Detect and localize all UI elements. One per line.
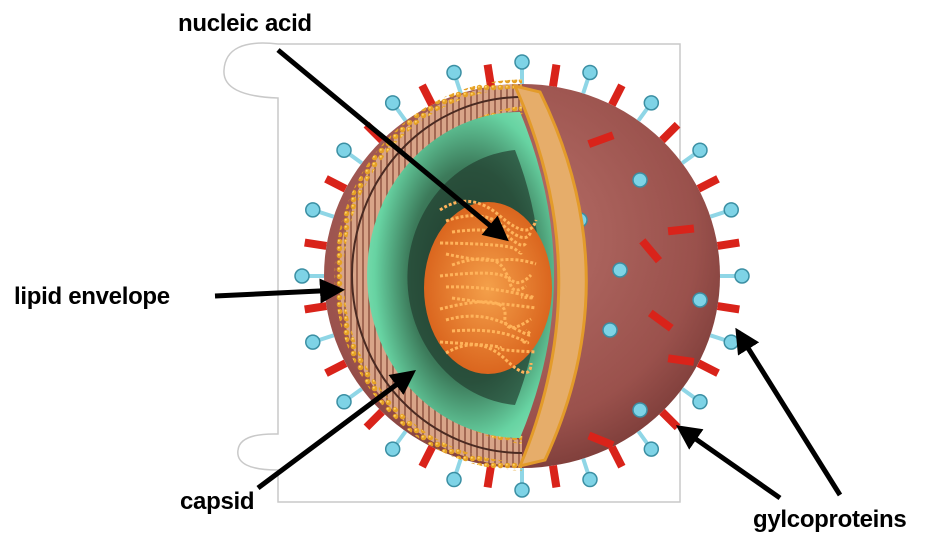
blue-glycoprotein-head [446,64,462,81]
nucleic-acid-strand [445,285,535,300]
red-glycoprotein-spike [418,83,436,107]
arrow-lipid-envelope [214,278,345,304]
label-lipid-envelope: lipid envelope [14,283,170,310]
red-glycoprotein-spike [716,238,740,250]
label-glycoproteins: gylcoproteins [753,506,907,533]
blue-glycoprotein-head [612,262,628,278]
blue-glycoprotein-head [384,95,401,111]
blue-glycoprotein-head [305,334,321,350]
nucleic-acid-strand [445,343,533,374]
nucleic-acid-strand [439,241,523,255]
red-glycoprotein-spike [549,465,561,488]
blue-glycoprotein-head [643,441,660,457]
arrow-glycoprotein-red [675,425,782,501]
arrow-glycoprotein-blue [735,327,843,497]
red-glycoprotein-spike [483,465,495,488]
blue-glycoprotein-head [336,142,352,158]
red-glycoprotein-spike [716,302,740,314]
red-glycoprotein-spike [608,445,626,469]
arrow-nucleic-acid [276,48,509,242]
red-glycoprotein-spike [647,309,674,332]
blue-glycoprotein-head [692,142,708,158]
blue-glycoprotein-head [294,268,310,284]
nucleic-acid-strand [439,300,532,329]
blue-glycoprotein-head [305,202,321,218]
label-capsid: capsid [180,488,255,515]
blue-glycoprotein-head [723,202,739,218]
cut-plane-edge [512,83,588,469]
nucleic-acid-strand [445,252,537,266]
arrow-capsid [256,370,417,491]
red-glycoprotein-spike [667,354,695,366]
nucleic-acid-strand [451,228,528,247]
nucleic-acid-strand [451,257,533,284]
lipid-envelope-ring [339,84,522,467]
red-glycoprotein-spike [324,359,348,377]
red-glycoprotein-spike [696,175,720,193]
red-glycoprotein-spike [659,408,681,431]
nucleic-acid-strand [439,271,527,292]
red-glycoprotein-spike [696,359,720,377]
blue-glycoprotein-head [514,54,530,70]
blue-glycoprotein-head [632,172,648,188]
blue-glycoprotein-head [582,64,598,81]
blue-glycoprotein-head [723,334,739,350]
nucleic-acid-strand [451,296,537,310]
envelope-outer-beads [334,79,523,471]
blue-glycoprotein-head [692,394,708,410]
blue-glycoprotein-head [632,402,648,418]
red-glycoprotein-spike [418,445,436,469]
blue-glycoprotein-head [643,95,660,111]
red-glycoprotein-spike [587,431,615,449]
blue-glycoprotein-head [582,471,598,488]
red-glycoprotein-spike [659,121,681,144]
blue-glycoprotein-head [734,268,750,284]
blue-glycoprotein-head [384,441,401,457]
red-glycoprotein-spike [363,408,385,431]
red-glycoprotein-spike [587,131,615,148]
blue-glycoprotein-head [692,292,708,308]
red-glycoprotein-spike [304,238,328,250]
blue-glycoprotein-head [514,482,530,498]
blue-glycoprotein-head [446,471,462,488]
red-glycoprotein-spike [304,302,328,314]
nucleic-acid-strand [445,314,532,337]
spike-group [294,54,750,498]
label-nucleic-acid: nucleic acid [178,10,312,37]
red-glycoprotein-spike [608,83,626,107]
red-glycoprotein-spike [549,64,561,87]
red-glycoprotein-spike [667,224,695,236]
red-glycoprotein-spike [639,238,663,264]
red-glycoprotein-spike [324,175,348,193]
envelope-dark-line [351,96,523,454]
blue-glycoprotein-head [336,394,352,410]
blue-glycoprotein-head [602,322,618,338]
nucleic-acid-strand [451,328,530,345]
nucleic-acid-core [424,199,552,374]
